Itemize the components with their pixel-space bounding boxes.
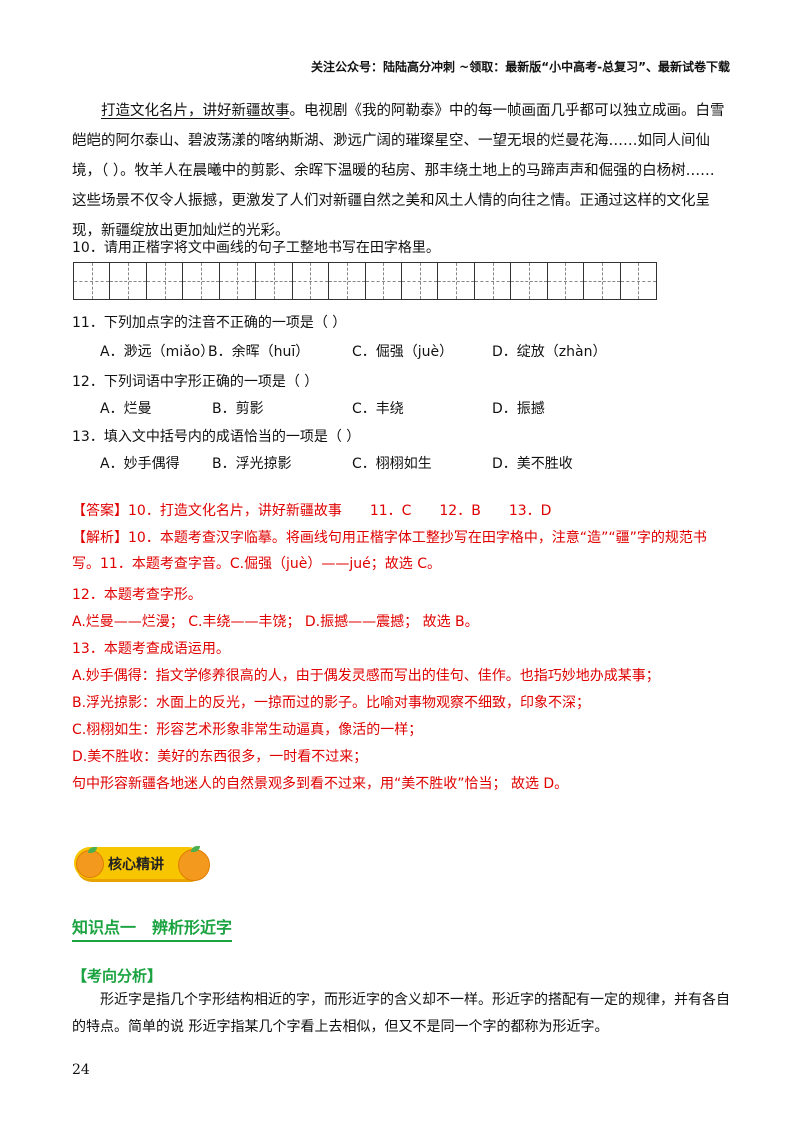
grid-cell[interactable] [365, 263, 402, 299]
section-label: 【考向分析】 [72, 967, 163, 985]
orange-icon [178, 849, 210, 881]
question-12: 12．下列词语中字形正确的一项是（ ） [72, 374, 319, 390]
page-header: 关注公众号：陆陆高分冲刺 ~领取：最新版“小中高考-总复习”、最新试卷下载 [311, 60, 730, 74]
grid-cell[interactable] [474, 263, 512, 299]
analysis-text: 【解析】10．本题考查汉字临摹。将画线句用正楷字体工整抄写在田字格中，注意“造”… [72, 530, 707, 572]
grid-cell[interactable] [110, 263, 147, 299]
leaf-icon [88, 847, 97, 853]
option-d[interactable]: D．绽放（zhàn） [492, 344, 607, 360]
option-b[interactable]: B．余晖（huī） [208, 344, 310, 360]
option-a[interactable]: A．烂曼 [100, 401, 152, 417]
grid-cell[interactable] [438, 263, 475, 299]
option-c[interactable]: C．栩栩如生 [352, 456, 432, 472]
grid-cell[interactable] [620, 263, 657, 299]
option-a[interactable]: A．妙手偶得 [100, 456, 180, 472]
grid-cell[interactable] [74, 263, 111, 299]
question-11: 11．下列加点字的注音不正确的一项是（ ） [72, 315, 347, 331]
option-b[interactable]: B．剪影 [212, 401, 264, 417]
answer-line: 【答案】10．打造文化名片，讲好新疆故事 11．C 12．B 13．D [72, 503, 552, 519]
grid-cell[interactable] [547, 263, 585, 299]
option-a[interactable]: A．渺远（miǎo） [100, 344, 215, 360]
knowledge-point-heading: 知识点一 辨析形近字 [72, 914, 233, 942]
underlined-sentence: 打造文化名片，讲好新疆故事 [101, 103, 290, 119]
option-d[interactable]: D．振撼 [492, 401, 545, 417]
question-13: 13．填入文中括号内的成语恰当的一项是（ ） [72, 429, 361, 445]
badge-label: 核心精讲 [108, 857, 164, 873]
grid-cell[interactable] [292, 263, 330, 299]
question-10: 10．请用正楷字将文中画线的句子工整地书写在田字格里。 [72, 240, 440, 256]
tian-grid[interactable] [73, 262, 657, 300]
section-badge: 核心精讲 [74, 846, 210, 881]
grid-cell[interactable] [584, 263, 621, 299]
analysis-13-c: C.栩栩如生：形容艺术形象非常生动逼真，像活的一样； [72, 722, 423, 738]
body-paragraph: 形近字是指几个字形结构相近的字，而形近字的含义却不一样。形近字的搭配有一定的规律… [72, 992, 730, 1035]
analysis-12: 12．本题考查字形。 [72, 587, 202, 603]
grid-cell[interactable] [511, 263, 548, 299]
passage-body: 。电视剧《我的阿勒泰》中的每一帧画面几乎都可以独立成画。白雪皑皑的阿尔泰山、碧波… [72, 103, 725, 239]
orange-icon [76, 850, 104, 878]
analysis-13-a: A.妙手偶得：指文学修养很高的人，由于偶发灵感而写出的佳句、佳作。也指巧妙地办成… [72, 668, 660, 684]
grid-cell[interactable] [401, 263, 439, 299]
option-b[interactable]: B．浮光掠影 [212, 456, 292, 472]
grid-cell[interactable] [146, 263, 184, 299]
grid-cell[interactable] [256, 263, 293, 299]
analysis-12-detail: A.烂曼——烂漫； C.丰绕——丰饶； D.振撼——震撼； 故选 B。 [72, 614, 479, 630]
analysis-conclusion: 句中形容新疆各地迷人的自然景观多到看不过来，用“美不胜收”恰当； 故选 D。 [72, 776, 569, 792]
grid-cell[interactable] [329, 263, 366, 299]
analysis-13-b: B.浮光掠影：水面上的反光，一掠而过的影子。比喻对事物观察不细致，印象不深； [72, 695, 591, 711]
grid-cell[interactable] [219, 263, 257, 299]
reading-passage: 打造文化名片，讲好新疆故事。电视剧《我的阿勒泰》中的每一帧画面几乎都可以独立成画… [72, 96, 728, 246]
page-number: 24 [72, 1062, 90, 1078]
leaf-icon [191, 846, 200, 852]
analysis-13-d: D.美不胜收：美好的东西很多，一时看不过来； [72, 749, 368, 765]
analysis-13: 13．本题考查成语运用。 [72, 641, 230, 657]
option-d[interactable]: D．美不胜收 [492, 456, 573, 472]
option-c[interactable]: C．丰绕 [352, 401, 404, 417]
option-c[interactable]: C．倔强（juè） [352, 344, 454, 360]
grid-cell[interactable] [183, 263, 220, 299]
